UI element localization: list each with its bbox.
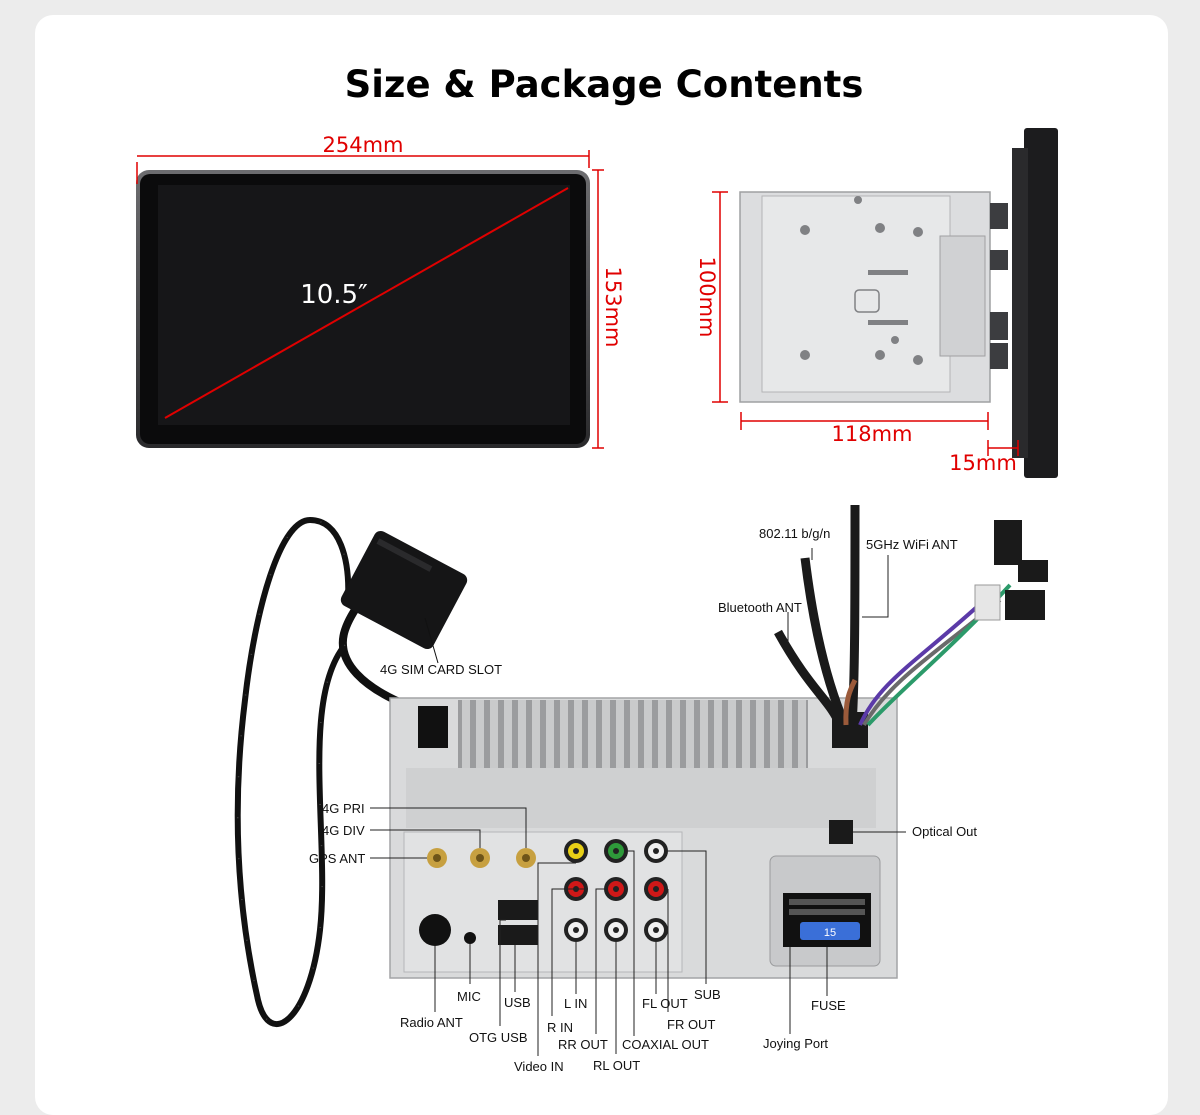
coaxial-out-label: COAXIAL OUT (622, 1037, 709, 1052)
depth-height-label: 100mm (695, 257, 719, 338)
4g-div-port (470, 848, 490, 868)
page-title: Size & Package Contents (344, 63, 864, 106)
front-view: 10.5″ 254mm 153mm (136, 133, 625, 449)
otg-usb-label: OTG USB (469, 1030, 528, 1045)
width-label: 254mm (323, 133, 404, 157)
rear-chassis: 15 (389, 697, 898, 979)
fr-out-jack (644, 877, 668, 901)
sim-card-box (340, 530, 468, 650)
wifi-802-label: 802.11 b/g/n (759, 526, 830, 541)
bluetooth-ant-label: Bluetooth ANT (718, 600, 802, 615)
coaxial-out-jack (604, 839, 628, 863)
height-label: 153mm (601, 267, 625, 348)
callout-lines (370, 548, 906, 1056)
depth-label: 118mm (832, 422, 913, 446)
diagonal-label: 10.5″ (300, 280, 368, 310)
rr-out-jack (604, 877, 628, 901)
thickness-label: 15mm (949, 451, 1017, 475)
fuse (800, 922, 860, 940)
mic-label: MIC (457, 989, 481, 1004)
rr-out-label: RR OUT (558, 1037, 608, 1052)
l-in-label: L IN (564, 996, 587, 1011)
optical-out-port (829, 820, 853, 844)
radio-ant-port (419, 914, 451, 946)
usb-label: USB (504, 995, 531, 1010)
fuse-label: FUSE (811, 998, 846, 1013)
otg-usb-port (498, 900, 538, 920)
joying-port-label: Joying Port (763, 1036, 828, 1051)
antenna-bundle (774, 504, 1048, 727)
fl-out-label: FL OUT (642, 996, 688, 1011)
sim-card-slot-label: 4G SIM CARD SLOT (380, 662, 502, 677)
fr-out-label: FR OUT (667, 1017, 715, 1032)
usb-port (498, 925, 538, 945)
optical-out-label: Optical Out (912, 824, 977, 839)
4g-pri-port (516, 848, 536, 868)
gps-port (427, 848, 447, 868)
sub-label: SUB (694, 987, 721, 1002)
side-view: 100mm 118mm 15mm (695, 128, 1058, 478)
diagonal-line (164, 187, 569, 419)
panel-edge (1024, 128, 1058, 478)
sim-port (418, 706, 448, 748)
rl-out-label: RL OUT (593, 1058, 640, 1073)
r-in-label: R IN (547, 1020, 573, 1035)
sub-jack (644, 839, 668, 863)
4g-div-label: 4G DIV (322, 823, 365, 838)
sim-cable: 4G SIM CARD SLOT (234, 516, 502, 1027)
mic-port (464, 932, 476, 944)
video-in-label: Video IN (514, 1059, 564, 1074)
fl-out-jack (644, 918, 668, 942)
wifi-5ghz-label: 5GHz WiFi ANT (866, 537, 958, 552)
4g-pri-label: 4G PRI (322, 801, 365, 816)
rl-out-jack (604, 918, 628, 942)
l-in-jack (564, 918, 588, 942)
video-in-jack (564, 839, 588, 863)
gps-ant-label: GPS ANT (309, 851, 365, 866)
radio-ant-label: Radio ANT (400, 1015, 463, 1030)
fuse-value: 15 (824, 927, 836, 939)
